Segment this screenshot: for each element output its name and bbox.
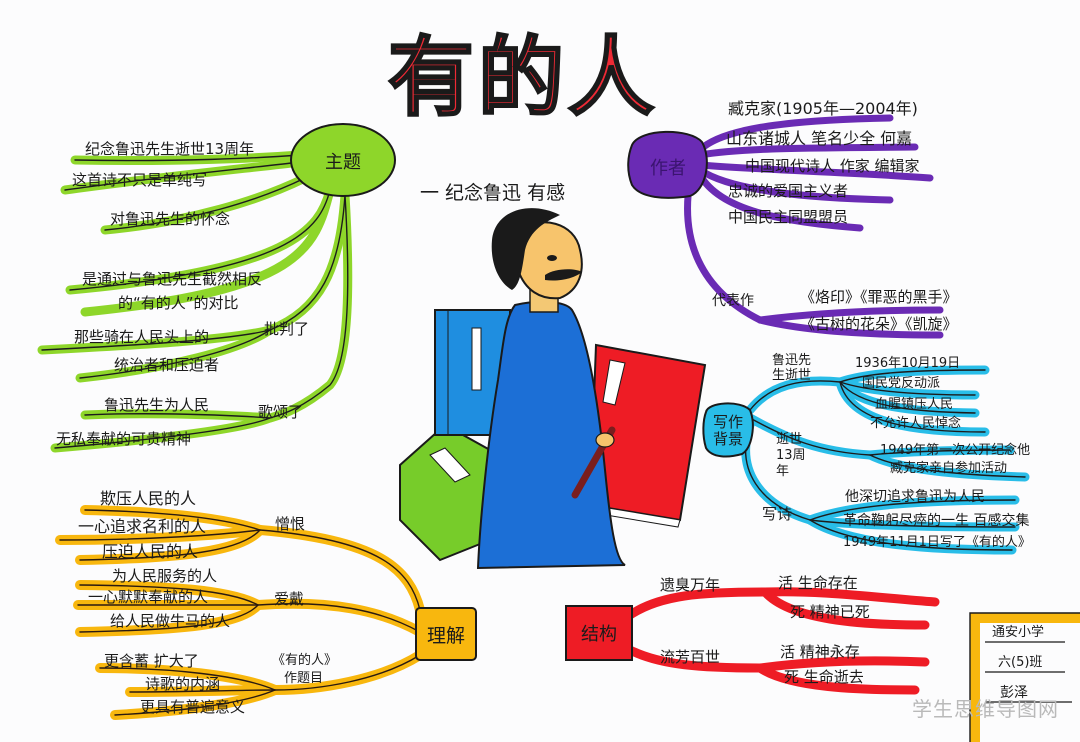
red-book-icon [587, 343, 707, 528]
author-item: 忠诚的爱国主义者 [728, 182, 849, 200]
background-anniversary-item: 1949年第一次公开纪念他 [880, 443, 1031, 458]
theme-item: 的“有的人”的对比 [118, 294, 239, 312]
theme-item: 这首诗不只是单纯写 [72, 171, 208, 189]
understanding-love-item: 给人民做牛马的人 [110, 612, 231, 630]
theme-item: 对鲁迅先生的怀念 [110, 210, 231, 228]
theme-branches [37, 150, 353, 453]
background-death-item: 国民党反动派 [862, 376, 941, 391]
structure-label: 结构 [581, 624, 617, 645]
author-works-item: 《烙印》《罪恶的黑手》 [800, 288, 958, 306]
theme-label: 主题 [325, 152, 361, 173]
background-writing-item: 革命鞠躬尽瘁的一生 百感交集 [843, 513, 1030, 529]
structure-branches [625, 587, 940, 695]
mustache-shape [545, 269, 582, 281]
page-title: 有的人 [387, 27, 658, 130]
structure-lasting-item: 活 精神永存 [780, 643, 860, 661]
author-works-item: 《古树的花朵》《凯旋》 [800, 315, 958, 333]
green-book-icon [399, 423, 491, 562]
background-node: 写作背景 [706, 408, 750, 454]
understanding-hate-item: 压迫人民的人 [102, 542, 199, 561]
signature-school: 通安小学 [992, 625, 1045, 640]
background-death-item: 血腥镇压人民 [875, 397, 954, 412]
structure-node-shape [565, 605, 633, 661]
author-branches [684, 114, 944, 339]
background-node-shape [702, 402, 754, 458]
watermark: 学生思维导图网 [912, 697, 1059, 721]
background-anniversary-label: 逝世13周年 [776, 432, 806, 479]
author-label: 作者 [650, 158, 686, 179]
theme-criticize-label: 批判了 [264, 320, 310, 338]
understanding-node-shape [415, 607, 477, 661]
understanding-love-item: 一心默默奉献的人 [88, 588, 209, 606]
author-node: 作者 [640, 150, 696, 184]
background-label: 写作背景 [712, 413, 743, 448]
author-item: 中国现代诗人 作家 编辑家 [745, 157, 920, 175]
page-subtitle: 一 纪念鲁迅 有感 [420, 182, 566, 204]
author-item: 中国民主同盟盟员 [728, 208, 849, 226]
background-anniversary-item: 臧克家亲自参加活动 [890, 461, 1008, 476]
author-works-label: 代表作 [712, 293, 754, 309]
author-node-shape [627, 130, 708, 199]
theme-praise-item: 鲁迅先生为人民 [104, 396, 210, 414]
understanding-hate-item: 欺压人民的人 [100, 489, 197, 508]
understanding-hate-item: 一心追求名利的人 [78, 517, 207, 536]
signature-name: 彭泽 [1000, 685, 1028, 701]
understanding-label: 理解 [426, 624, 465, 647]
structure-lasting-label: 流芳百世 [660, 648, 721, 666]
understanding-love-label: 爱戴 [274, 590, 305, 608]
background-death-label: 鲁迅先生逝世 [772, 353, 812, 383]
theme-item: 纪念鲁迅先生逝世13周年 [85, 140, 255, 158]
structure-remembered-item: 活 生命存在 [778, 574, 858, 592]
background-death-item: 1936年10月19日 [855, 356, 961, 371]
background-writing-label: 写诗 [762, 505, 793, 523]
lu-xun-illustration [399, 208, 707, 570]
understanding-love-item: 为人民服务的人 [112, 567, 218, 585]
theme-node: 主题 [318, 146, 368, 176]
author-item: 臧克家(1905年—2004年) [728, 99, 918, 118]
signature-class: 六(5)班 [998, 655, 1043, 670]
signature-frame [969, 612, 1080, 742]
background-branches [741, 365, 1030, 555]
structure-node: 结构 [566, 606, 632, 660]
author-item: 山东诸城人 笔名少全 何嘉 [726, 129, 913, 148]
structure-lasting-item: 死 生命逝去 [784, 668, 864, 686]
understanding-branches [55, 505, 425, 720]
background-death-item: 不允许人民悼念 [870, 416, 962, 431]
theme-criticize-item: 那些骑在人民头上的 [74, 328, 210, 346]
robe-shape [476, 300, 626, 570]
theme-item: 是通过与鲁迅先生截然相反 [82, 270, 263, 288]
understanding-title-label: 作题目 [284, 671, 324, 686]
background-writing-item: 1949年11月1日写了《有的人》 [843, 535, 1031, 550]
understanding-title-item: 更含蓄 扩大了 [104, 652, 199, 670]
hair-shape [491, 208, 560, 290]
structure-remembered-label: 遗臭万年 [660, 576, 721, 594]
theme-criticize-item: 统治者和压迫者 [114, 356, 220, 374]
understanding-hate-label: 憎恨 [275, 515, 306, 533]
background-writing-item: 他深切追求鲁迅为人民 [845, 489, 985, 505]
understanding-node: 理解 [416, 608, 476, 660]
understanding-title-item: 更具有普遍意义 [140, 698, 246, 716]
theme-praise-item: 无私奉献的可贵精神 [56, 430, 192, 448]
structure-remembered-item: 死 精神已死 [790, 603, 870, 621]
theme-praise-label: 歌颂了 [258, 403, 304, 421]
understanding-title-label: 《有的人》 [272, 653, 338, 668]
understanding-title-item: 诗歌的内涵 [145, 675, 221, 693]
theme-node-shape [290, 123, 396, 197]
